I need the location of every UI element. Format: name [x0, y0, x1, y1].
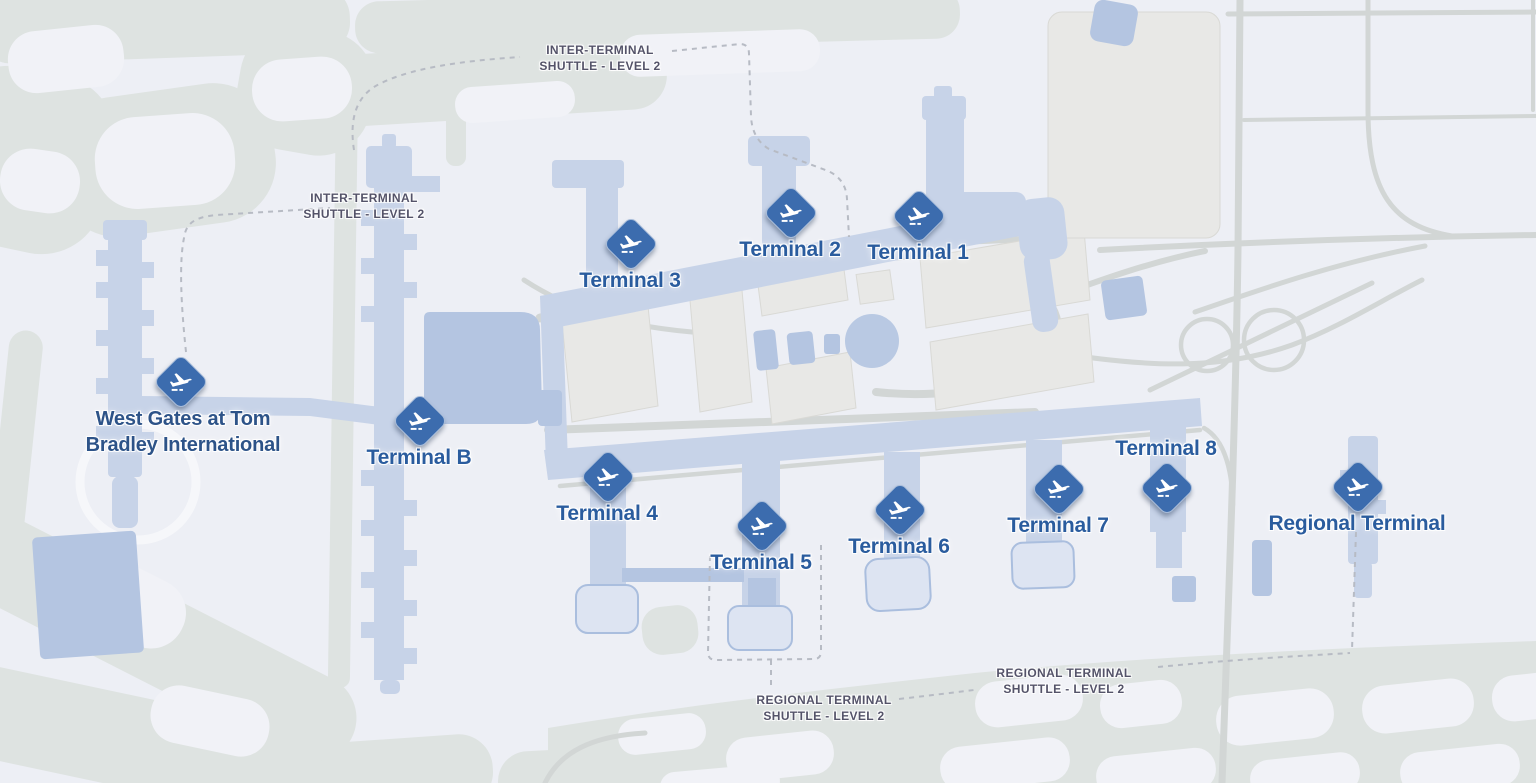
marker-label: Terminal 2 [739, 238, 841, 261]
marker-label: Terminal 5 [710, 551, 812, 574]
inter-terminal-shuttle-label-top: INTER-TERMINAL SHUTTLE - LEVEL 2 [539, 43, 661, 73]
plane-takeoff-icon[interactable] [579, 448, 637, 506]
marker-label: Terminal 6 [848, 535, 950, 558]
inter-terminal-shuttle-label-west: INTER-TERMINAL SHUTTLE - LEVEL 2 [303, 191, 425, 221]
marker-label: Terminal 1 [867, 241, 969, 264]
plane-takeoff-icon[interactable] [890, 187, 948, 245]
plane-takeoff-icon[interactable] [762, 184, 820, 242]
marker-label: Regional Terminal [1268, 512, 1446, 535]
tbit-main-building [424, 312, 542, 424]
marker-label: Terminal 8 [1115, 437, 1217, 460]
plane-takeoff-icon[interactable] [871, 481, 929, 539]
regional-terminal-shuttle-label-left: REGIONAL TERMINAL SHUTTLE - LEVEL 2 [756, 693, 892, 723]
plane-takeoff-icon[interactable] [152, 353, 210, 411]
regional-terminal-shuttle-label-right: REGIONAL TERMINAL SHUTTLE - LEVEL 2 [996, 666, 1132, 696]
plane-takeoff-icon[interactable] [1030, 460, 1088, 518]
marker-label: West Gates at Tom Bradley International [85, 408, 281, 456]
theme-building-circle [845, 314, 899, 368]
plane-takeoff-icon[interactable] [602, 215, 660, 273]
plane-takeoff-icon[interactable] [1138, 459, 1196, 517]
marker-label: Terminal 3 [579, 269, 681, 292]
marker-label: Terminal 7 [1007, 514, 1109, 537]
plane-takeoff-icon[interactable] [733, 497, 791, 555]
plane-takeoff-icon[interactable] [391, 392, 449, 450]
marker-label: Terminal 4 [556, 502, 658, 525]
shuttle-route-dashed [180, 42, 1357, 700]
marker-label: Terminal B [366, 446, 472, 469]
plane-takeoff-icon[interactable] [1329, 458, 1387, 516]
